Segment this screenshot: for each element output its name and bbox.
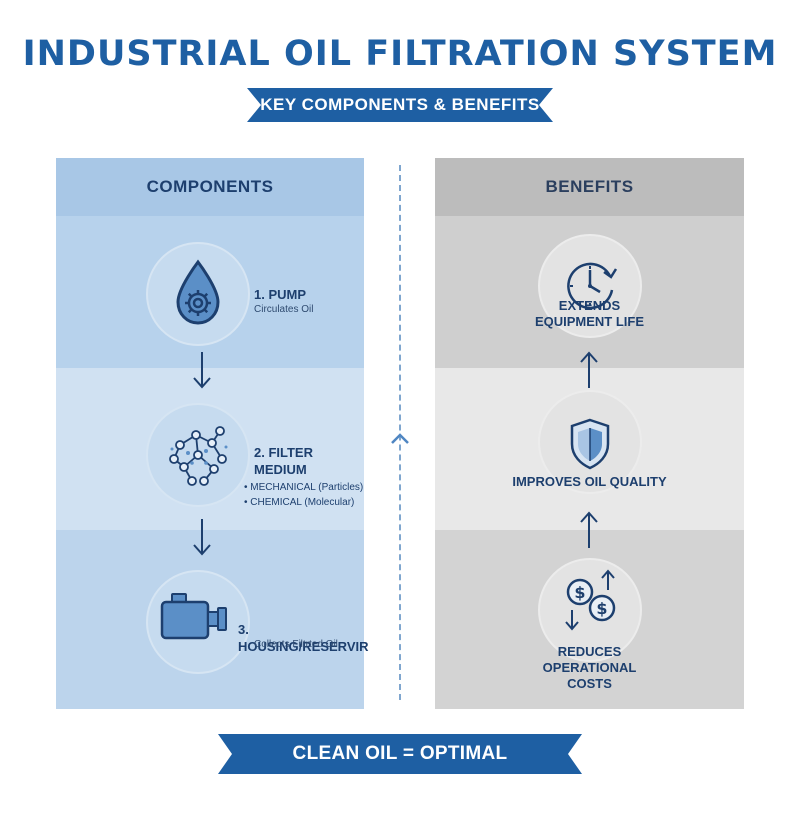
filter-title-line1: 2. FILTER — [254, 445, 313, 460]
subtitle-ribbon: KEY COMPONENTS & BENEFITS — [247, 88, 553, 122]
arrow-down-icon — [193, 519, 211, 556]
pump-title: 1. PUMP — [254, 287, 307, 302]
benefit-improves-label: IMPROVES OIL QUALITY — [512, 474, 667, 489]
pump-subtitle: Circulates Oil — [254, 304, 314, 315]
arrow-up-icon — [580, 511, 598, 548]
housing-tank-icon — [160, 593, 227, 640]
benefit-reduces-label: REDUCES OPERATIONAL COSTS — [542, 644, 637, 691]
svg-text:$: $ — [596, 599, 607, 618]
housing-icon-circle — [146, 570, 250, 674]
subtitle: KEY COMPONENTS & BENEFITS — [260, 95, 540, 114]
components-header: COMPONENTS — [56, 158, 364, 216]
components-panel: COMPONENTS 1. PUMP Circulates Oil — [56, 158, 369, 709]
clock-icon-circle — [538, 234, 642, 338]
footer-ribbon: CLEAN OIL = OPTIMAL PERFORMANCE — [218, 734, 582, 804]
chevron-up-icon — [391, 433, 409, 444]
filter-title-line2: MEDIUM — [254, 462, 307, 477]
benefits-header: BENEFITS — [435, 158, 744, 216]
clock-icon — [567, 262, 618, 310]
footer-text: CLEAN OIL = OPTIMAL PERFORMANCE — [292, 743, 508, 804]
filter-bullet-chemical: • CHEMICAL (Molecular) — [244, 497, 355, 508]
dollar-icon-circle: $ $ — [538, 558, 642, 662]
dollar-coins-icon: $ $ — [565, 569, 616, 631]
oil-drop-gear-icon — [176, 259, 220, 325]
housing-title: 3. HOUSING/RESERVIR — [238, 622, 369, 654]
filter-bullet-mechanical: • MECHANICAL (Particles) — [244, 482, 364, 493]
benefits-panel: BENEFITS EXTENDS EQUIPMENT LIFE — [435, 158, 744, 709]
center-divider — [399, 165, 401, 700]
filter-icon-circle — [146, 403, 250, 507]
shield-icon-circle — [538, 390, 642, 494]
housing-subtitle: Collects Filtrted Oil — [254, 639, 338, 650]
shield-icon — [570, 418, 610, 470]
page-title: INDUSTRIAL OIL FILTRATION SYSTEM — [22, 34, 778, 74]
arrow-down-icon — [193, 352, 211, 389]
filter-bullets: • MECHANICAL (Particles) • CHEMICAL (Mol… — [244, 480, 363, 510]
molecule-network-icon — [169, 426, 228, 486]
arrow-up-icon — [580, 351, 598, 388]
svg-text:$: $ — [574, 583, 585, 602]
benefit-extends-label: EXTENDS EQUIPMENT LIFE — [534, 298, 645, 329]
pump-icon-circle — [146, 242, 250, 346]
